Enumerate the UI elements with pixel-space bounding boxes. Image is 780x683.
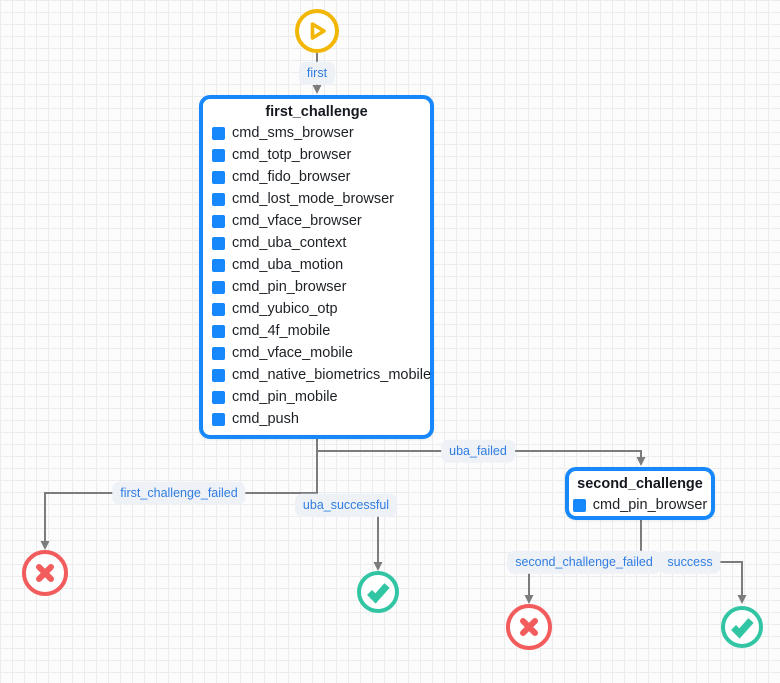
- check-circle-icon: [731, 618, 754, 639]
- task-icon: [572, 498, 586, 512]
- challenge-item-label: cmd_vface_mobile: [232, 345, 353, 361]
- challenge-item-label: cmd_yubico_otp: [232, 301, 338, 317]
- challenge-item[interactable]: cmd_native_biometrics_mobile: [203, 364, 432, 386]
- task-icon: [212, 258, 225, 272]
- challenge-item-label: cmd_uba_context: [232, 235, 347, 251]
- play-icon: [310, 22, 326, 40]
- challenge-item[interactable]: cmd_fido_browser: [203, 166, 430, 188]
- task-icon: [212, 148, 225, 162]
- challenge-item-list: cmd_pin_browser: [569, 494, 711, 516]
- task-icon: [212, 192, 225, 206]
- challenge-item-label: cmd_4f_mobile: [232, 323, 331, 339]
- edge-label-second-challenge-failed[interactable]: second_challenge_failed: [507, 550, 661, 574]
- challenge-item[interactable]: cmd_push: [203, 408, 430, 430]
- task-icon: [212, 280, 225, 294]
- challenge-item[interactable]: cmd_pin_browser: [569, 494, 711, 516]
- challenge-item-label: cmd_sms_browser: [232, 125, 354, 141]
- node-title: first_challenge: [265, 104, 368, 120]
- challenge-item[interactable]: cmd_uba_context: [203, 232, 430, 254]
- challenge-item[interactable]: cmd_totp_browser: [203, 144, 430, 166]
- challenge-item[interactable]: cmd_pin_browser: [203, 276, 430, 298]
- challenge-item-label: cmd_pin_browser: [232, 279, 347, 295]
- challenge-item[interactable]: cmd_sms_browser: [203, 122, 430, 144]
- challenge-item-list: cmd_sms_browser cmd_totp_browser cmd_fid…: [203, 122, 432, 430]
- node-second-challenge[interactable]: second_challenge cmd_pin_browser: [565, 467, 715, 520]
- edge-label-success[interactable]: success: [659, 550, 721, 574]
- check-circle-icon: [367, 583, 390, 604]
- node-first-challenge[interactable]: first_challenge cmd_sms_browser cmd_totp…: [199, 95, 434, 439]
- task-icon: [212, 346, 225, 360]
- challenge-item-label: cmd_totp_browser: [232, 147, 352, 163]
- challenge-item-label: cmd_fido_browser: [232, 169, 351, 185]
- task-icon: [212, 368, 225, 382]
- challenge-item-label: cmd_pin_mobile: [232, 389, 338, 405]
- challenge-item-label: cmd_pin_browser: [592, 497, 708, 513]
- challenge-item[interactable]: cmd_4f_mobile: [203, 320, 430, 342]
- challenge-item-label: cmd_uba_motion: [232, 257, 344, 273]
- edge-label-uba-successful[interactable]: uba_successful: [294, 493, 398, 517]
- challenge-item[interactable]: cmd_lost_mode_browser: [203, 188, 430, 210]
- task-icon: [212, 214, 225, 228]
- task-icon: [212, 126, 225, 140]
- end-node-success[interactable]: [721, 606, 763, 648]
- challenge-item-label: cmd_vface_browser: [232, 213, 362, 229]
- challenge-item[interactable]: cmd_pin_mobile: [203, 386, 430, 408]
- task-icon: [212, 390, 225, 404]
- end-node-uba-successful[interactable]: [357, 571, 399, 613]
- challenge-item-label: cmd_push: [232, 411, 299, 427]
- x-circle-icon: [36, 564, 54, 582]
- challenge-item[interactable]: cmd_vface_browser: [203, 210, 430, 232]
- end-node-second-challenge-failed[interactable]: [506, 604, 552, 650]
- edge-label-first[interactable]: first: [298, 61, 336, 85]
- end-node-first-challenge-failed[interactable]: [22, 550, 68, 596]
- start-node[interactable]: [295, 9, 339, 53]
- task-icon: [212, 412, 225, 426]
- edge-label-first-challenge-failed[interactable]: first_challenge_failed: [112, 481, 246, 505]
- challenge-item[interactable]: cmd_vface_mobile: [203, 342, 430, 364]
- challenge-item[interactable]: cmd_uba_motion: [203, 254, 430, 276]
- edge-uba-failed: [317, 450, 646, 466]
- task-icon: [212, 236, 225, 250]
- challenge-item-label: cmd_lost_mode_browser: [232, 191, 394, 207]
- challenge-item[interactable]: cmd_yubico_otp: [203, 298, 430, 320]
- node-title: second_challenge: [577, 476, 703, 492]
- task-icon: [212, 170, 225, 184]
- task-icon: [212, 302, 225, 316]
- challenge-item-label: cmd_native_biometrics_mobile: [232, 367, 432, 383]
- task-icon: [212, 324, 225, 338]
- edge-label-uba-failed[interactable]: uba_failed: [441, 439, 515, 463]
- x-circle-icon: [520, 618, 538, 636]
